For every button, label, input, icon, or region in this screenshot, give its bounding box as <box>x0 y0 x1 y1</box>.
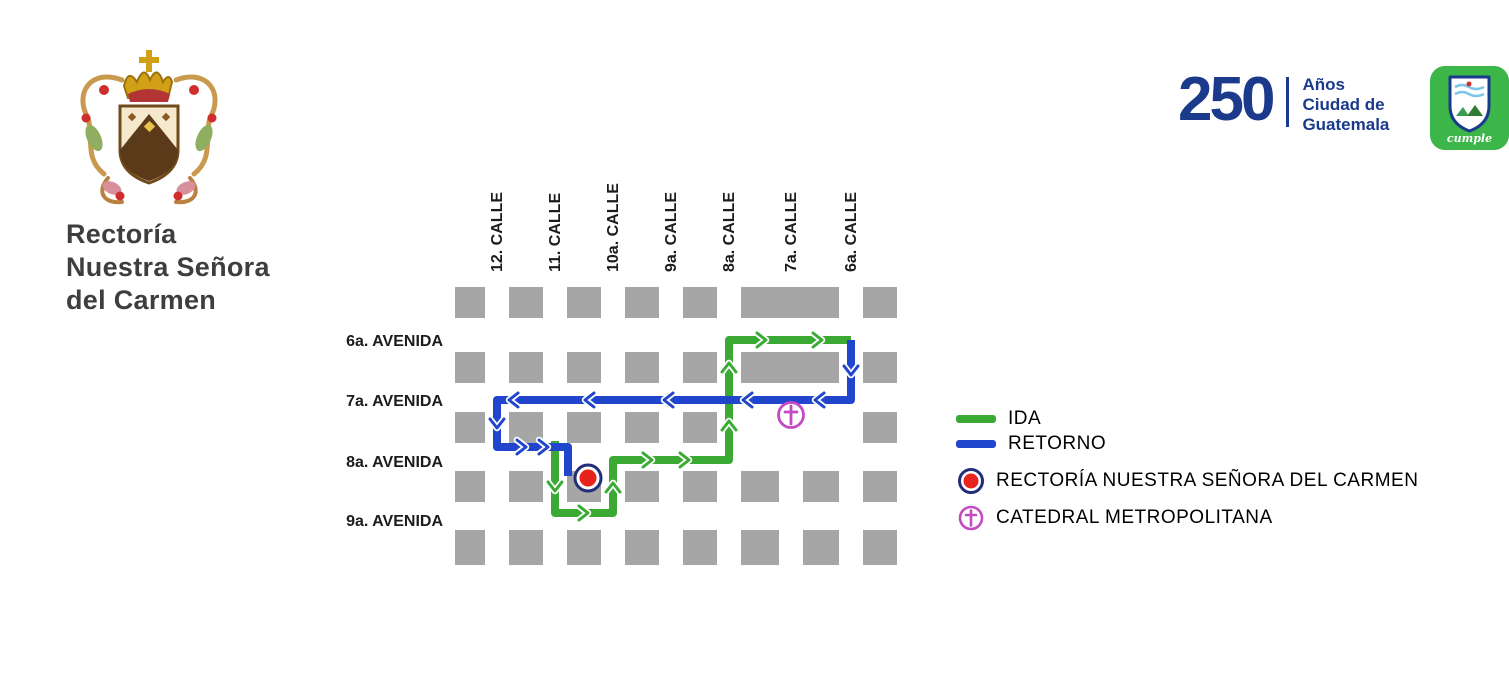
calle-label: 9a. CALLE <box>663 192 680 272</box>
city-block <box>863 471 897 502</box>
route-arrow <box>488 417 506 430</box>
city-block <box>509 287 543 318</box>
city-block <box>455 352 485 383</box>
city-block <box>683 352 717 383</box>
route-arrow <box>741 391 754 409</box>
route-arrow <box>507 391 520 409</box>
rectoria-marker-icon <box>958 468 984 494</box>
calle-label: 6a. CALLE <box>843 192 860 272</box>
city-block <box>567 352 601 383</box>
retorno-line-swatch <box>956 440 996 448</box>
route-arrow <box>720 361 738 374</box>
avenida-label: 6a. AVENIDA <box>346 333 443 350</box>
avenida-label: 9a. AVENIDA <box>346 513 443 530</box>
rectoria-marker <box>573 463 603 493</box>
page-title: Rectoría Nuestra Señora del Carmen <box>66 218 270 317</box>
city-block <box>863 412 897 443</box>
city-block <box>741 287 839 318</box>
city-block <box>863 287 897 318</box>
avenida-label: 8a. AVENIDA <box>346 454 443 471</box>
city-block <box>863 530 897 565</box>
muni-badge: cumple <box>1430 66 1509 155</box>
city-block <box>683 530 717 565</box>
city-block <box>625 412 659 443</box>
city-block <box>455 412 485 443</box>
city-block <box>683 412 717 443</box>
city-block <box>625 352 659 383</box>
city-block <box>683 471 717 502</box>
legend-label-ida: IDA <box>1008 408 1042 429</box>
city-block <box>625 287 659 318</box>
route-arrow <box>662 391 675 409</box>
catedral-marker <box>777 401 805 429</box>
logo-divider <box>1286 77 1290 127</box>
city-block <box>741 471 779 502</box>
ida-line-swatch <box>956 415 996 423</box>
city-block <box>741 530 779 565</box>
legend-label-catedral: CATEDRAL METROPOLITANA <box>996 507 1273 528</box>
city-block <box>509 471 543 502</box>
route-arrow <box>678 451 691 469</box>
route-arrow <box>515 438 528 456</box>
route-arrow <box>583 391 596 409</box>
city-block <box>803 471 839 502</box>
carmen-crest-graphic <box>80 50 218 205</box>
route-arrow <box>842 364 860 377</box>
badge-shield <box>1448 75 1491 133</box>
city-block <box>455 471 485 502</box>
calle-label: 10a. CALLE <box>605 183 622 272</box>
city-block <box>567 530 601 565</box>
route-arrow <box>720 419 738 432</box>
crest-cross <box>139 50 159 72</box>
city-block <box>863 352 897 383</box>
cumple-badge-graphic: cumple <box>1430 66 1509 150</box>
carmen-crest <box>60 46 238 216</box>
crest-foliage <box>81 85 217 201</box>
legend-item-rectoria: RECTORÍA NUESTRA SEÑORA DEL CARMEN <box>956 466 1418 496</box>
city-block <box>683 287 717 318</box>
legend-item-retorno: RETORNO <box>956 432 1106 456</box>
badge-cumple-text: cumple <box>1447 132 1492 145</box>
title-line-3: del Carmen <box>66 285 217 315</box>
avenida-label: 7a. AVENIDA <box>346 393 443 410</box>
city-block <box>741 352 839 383</box>
cathedral-marker-icon <box>958 505 984 531</box>
city-block <box>803 530 839 565</box>
legend-item-ida: IDA <box>956 407 1041 431</box>
city-block <box>625 471 659 502</box>
calle-label: 7a. CALLE <box>783 192 800 272</box>
city-block <box>509 530 543 565</box>
city-block <box>625 530 659 565</box>
route-arrow <box>537 438 550 456</box>
legend-label-retorno: RETORNO <box>1008 433 1107 454</box>
route-ida <box>551 336 851 517</box>
title-line-2: Nuestra Señora <box>66 252 270 282</box>
title-line-1: Rectoría <box>66 219 177 249</box>
city-block <box>455 530 485 565</box>
route-arrow <box>813 391 826 409</box>
calle-label: 11. CALLE <box>547 193 564 272</box>
logo-250-number: 250 <box>1178 65 1275 134</box>
route-arrow <box>604 481 622 494</box>
logo-caption: Años Ciudad de Guatemala <box>1302 75 1390 134</box>
guatemala-250-logo: 250 Años Ciudad de Guatemala <box>1178 65 1390 135</box>
route-arrow <box>577 504 590 522</box>
calle-label: 8a. CALLE <box>721 192 738 272</box>
route-arrow <box>811 331 824 349</box>
legend-item-catedral: CATEDRAL METROPOLITANA <box>956 503 1273 533</box>
legend-label-rectoria: RECTORÍA NUESTRA SEÑORA DEL CARMEN <box>996 470 1419 491</box>
calle-label: 12. CALLE <box>489 192 506 272</box>
city-block <box>455 287 485 318</box>
city-block <box>509 352 543 383</box>
route-arrow <box>755 331 768 349</box>
city-block <box>567 287 601 318</box>
city-block <box>567 412 601 443</box>
route-arrow <box>546 480 564 493</box>
route-arrow <box>641 451 654 469</box>
